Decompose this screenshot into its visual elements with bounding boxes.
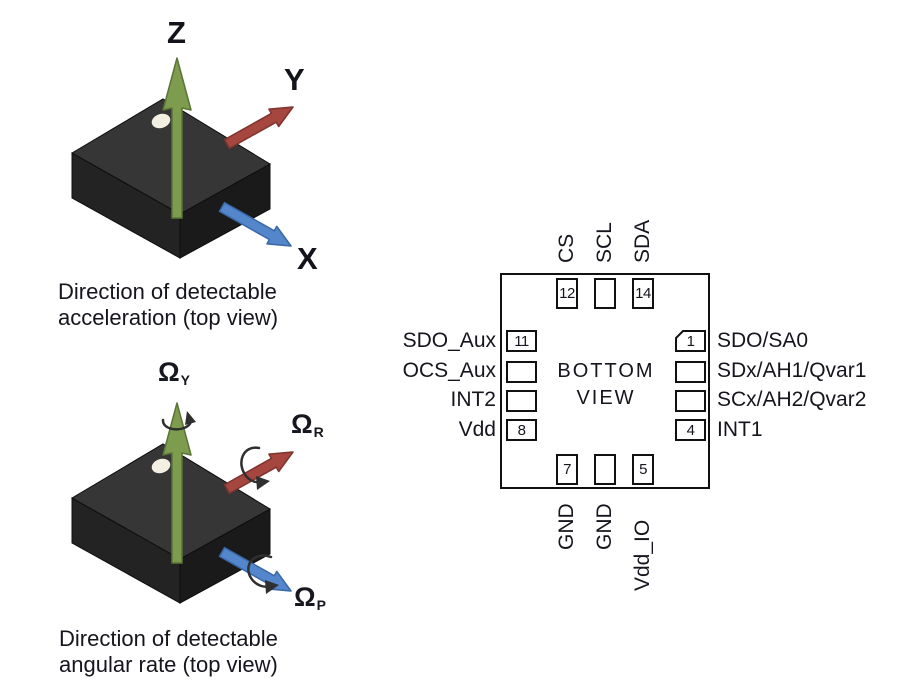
- pin-label-sdo-aux: SDO_Aux: [402, 329, 496, 352]
- pad-pin-7: 7: [556, 454, 578, 485]
- pin-label-int2: INT2: [450, 388, 496, 411]
- pad-pin-8: 8: [506, 419, 537, 441]
- x-axis-arrow: [218, 201, 292, 247]
- pad-pin-6: [594, 454, 616, 485]
- angular-rate-caption-line2: angular rate (top view): [59, 652, 278, 677]
- pad-pin-13: [594, 278, 616, 309]
- pin-number: 1: [686, 332, 695, 350]
- pin-number: 14: [635, 285, 651, 302]
- pin-label-sda: SDA: [631, 219, 654, 263]
- pin-label-ocs-aux: OCS_Aux: [402, 359, 496, 382]
- pin-number: 8: [517, 421, 526, 439]
- chip-top-face: [71, 443, 271, 560]
- acceleration-caption-line1: Direction of detectable: [58, 279, 277, 304]
- pad-pin-9: [506, 390, 537, 412]
- omega-roll-label: ΩR: [291, 409, 324, 440]
- pin-label-cs: CS: [555, 233, 578, 263]
- pin-label-gnd-7: GND: [555, 503, 578, 550]
- bottom-view-label-line1: BOTTOM: [557, 360, 655, 382]
- z-axis-arrow: [162, 57, 192, 219]
- omega-symbol: Ω: [294, 582, 316, 612]
- pin-label-sdx-ah1-qvar1: SDx/AH1/Qvar1: [717, 359, 867, 382]
- y-axis-label: Y: [284, 62, 305, 97]
- pin-label-scx-ah2-qvar2: SCx/AH2/Qvar2: [717, 388, 867, 411]
- angular-rate-caption-line1: Direction of detectable: [59, 626, 278, 651]
- pin1-marker-dot: [151, 458, 171, 474]
- omega-symbol: Ω: [158, 357, 180, 387]
- omega-symbol: Ω: [291, 409, 313, 439]
- omega-roll-subscript: R: [313, 424, 324, 440]
- omega-yaw-subscript: Y: [180, 372, 190, 388]
- pad-pin-1: 1: [675, 330, 706, 352]
- roll-axis-arrow: [223, 451, 294, 495]
- pin-number: 11: [514, 332, 529, 350]
- pin-number: 12: [559, 285, 575, 302]
- omega-pitch-label: ΩP: [294, 582, 326, 613]
- pad-pin-1-chamfer: [675, 330, 706, 352]
- pin-label-int1: INT1: [717, 418, 763, 441]
- y-axis-arrow: [223, 106, 294, 150]
- acceleration-caption-line2: acceleration (top view): [58, 305, 279, 330]
- z-axis-label: Z: [167, 15, 186, 50]
- pin-label-scl: SCL: [593, 222, 616, 263]
- pin-number: 5: [639, 461, 647, 478]
- angular-rate-caption: Direction of detectable angular rate (to…: [59, 626, 278, 678]
- yaw-rotation-arrowhead: [185, 411, 196, 425]
- pitch-axis-arrow: [218, 546, 292, 592]
- rotation-arcs: [161, 411, 279, 594]
- pad-pin-12: 12: [556, 278, 578, 309]
- pad-pin-11: 11: [506, 330, 537, 352]
- acceleration-caption: Direction of detectable acceleration (to…: [58, 279, 278, 331]
- acceleration-chip-drawing: [71, 57, 294, 259]
- pad-pin-5: 5: [632, 454, 654, 485]
- x-axis-label: X: [297, 241, 318, 276]
- pin-label-vdd: Vdd: [458, 418, 496, 441]
- omega-pitch-subscript: P: [316, 597, 326, 613]
- pin-label-vdd-io: Vdd_IO: [631, 519, 654, 591]
- pin-label-sdo-sa0: SDO/SA0: [717, 329, 809, 352]
- pin-number: 4: [686, 421, 695, 439]
- roll-rotation-arrowhead: [256, 476, 270, 490]
- pin-label-gnd-6: GND: [593, 503, 616, 550]
- yaw-rotation-arc: [161, 418, 193, 431]
- pin1-marker-dot: [151, 113, 171, 129]
- omega-yaw-label: ΩY: [158, 357, 190, 388]
- pad-pin-3: [675, 390, 706, 412]
- pin-number: 7: [563, 461, 571, 478]
- bottom-view-label-line2: VIEW: [576, 387, 636, 409]
- pad-pin-14: 14: [632, 278, 654, 309]
- chip-top-face: [71, 98, 271, 215]
- pad-pin-4: 4: [675, 419, 706, 441]
- pad-pin-2: [675, 361, 706, 383]
- angular-rate-chip-drawing: [71, 402, 294, 604]
- pitch-rotation-arc: [247, 554, 273, 588]
- pad-pin-1-shape: [675, 330, 706, 352]
- pad-pin-10: [506, 361, 537, 383]
- pitch-rotation-arrowhead: [265, 580, 279, 594]
